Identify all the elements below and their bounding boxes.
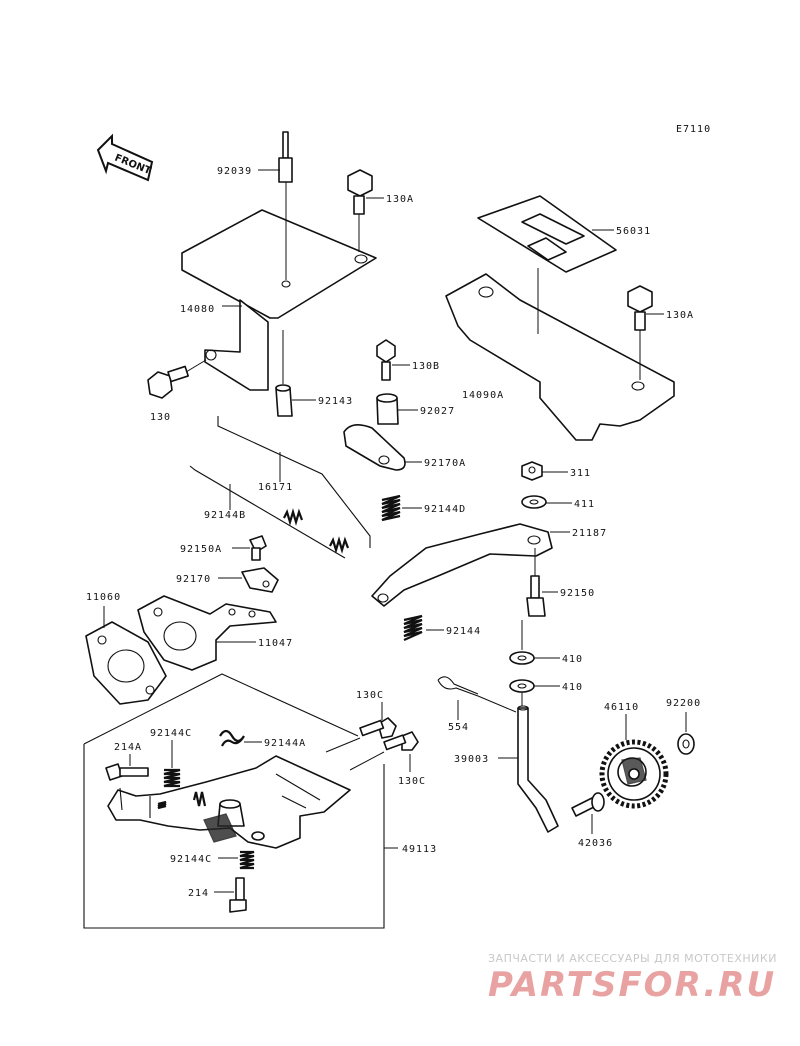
label-92143: 92143 xyxy=(318,396,353,407)
label-92039: 92039 xyxy=(217,166,252,177)
gasket-11060 xyxy=(85,621,167,705)
label-92144d: 92144D xyxy=(424,504,466,515)
shaft-39003 xyxy=(517,692,559,833)
nut-311 xyxy=(521,461,543,481)
label-39003: 39003 xyxy=(454,754,489,765)
label-92170a: 92170A xyxy=(424,458,466,469)
label-92144c-upper: 92144C xyxy=(150,728,192,739)
label-92150: 92150 xyxy=(560,588,595,599)
spring-92144 xyxy=(403,614,423,642)
washer-411 xyxy=(521,495,547,509)
label-130c-upper: 130C xyxy=(356,690,384,701)
watermark-tagline: ЗАПЧАСТИ И АКСЕССУАРЫ ДЛЯ МОТОТЕХНИКИ xyxy=(488,952,777,965)
bolt-130 xyxy=(147,359,207,399)
washer-92200 xyxy=(677,733,695,755)
label-130c-lower: 130C xyxy=(398,776,426,787)
diagram-code: E7110 xyxy=(676,124,711,135)
spring-92144c-upper xyxy=(163,768,181,788)
label-130: 130 xyxy=(150,412,171,423)
label-130a-right: 130A xyxy=(666,310,694,321)
spacer-92143 xyxy=(275,330,293,417)
label-46110: 46110 xyxy=(604,702,639,713)
label-92200: 92200 xyxy=(666,698,701,709)
collar-92027 xyxy=(376,393,399,425)
bolt-130b xyxy=(376,339,396,381)
label-92144: 92144 xyxy=(446,626,481,637)
label-14090a: 14090A xyxy=(462,390,504,401)
label-plate-56031 xyxy=(477,195,617,273)
washer-410-upper xyxy=(509,651,535,665)
spring-92144c-lower xyxy=(239,850,255,870)
cotter-pin-554 xyxy=(437,676,517,713)
label-49113: 49113 xyxy=(402,844,437,855)
label-130b: 130B xyxy=(412,361,440,372)
label-56031: 56031 xyxy=(616,226,651,237)
screw-214a xyxy=(105,763,149,781)
label-410-upper: 410 xyxy=(562,654,583,665)
label-92144b: 92144B xyxy=(204,510,246,521)
bolt-92150 xyxy=(521,548,546,650)
label-411: 411 xyxy=(574,499,595,510)
washer-410-lower xyxy=(509,679,535,693)
label-92027: 92027 xyxy=(420,406,455,417)
bolt-92150a xyxy=(249,535,267,561)
part-labels: 92039 130A 56031 14080 130A 130B 14090A … xyxy=(86,166,701,899)
clamp-92170 xyxy=(241,567,279,593)
label-554: 554 xyxy=(448,722,469,733)
label-14080: 14080 xyxy=(180,304,215,315)
label-11060: 11060 xyxy=(86,592,121,603)
watermark: ЗАПЧАСТИ И АКСЕССУАРЫ ДЛЯ МОТОТЕХНИКИ PA… xyxy=(488,952,777,1005)
bracket-14090a xyxy=(445,268,675,441)
label-92170: 92170 xyxy=(176,574,211,585)
lever-21187 xyxy=(371,523,553,607)
watermark-brand: PARTSFOR.RU xyxy=(488,965,776,1005)
front-arrow-icon: FRONT xyxy=(96,133,154,182)
wire-92144b xyxy=(189,465,350,559)
spring-92144d xyxy=(381,494,401,522)
bracket-14080 xyxy=(181,209,377,391)
label-130a-top: 130A xyxy=(386,194,414,205)
clamp-92170a xyxy=(343,424,406,471)
label-214a: 214A xyxy=(114,742,142,753)
bolt-130a-top xyxy=(347,169,373,252)
label-92144a: 92144A xyxy=(264,738,306,749)
label-42036: 42036 xyxy=(578,838,613,849)
label-21187: 21187 xyxy=(572,528,607,539)
plate-11047 xyxy=(137,595,277,671)
screw-214 xyxy=(229,877,247,913)
label-11047: 11047 xyxy=(258,638,293,649)
bolt-42036 xyxy=(571,792,605,817)
rod-16171 xyxy=(217,416,371,548)
bolt-130c-upper xyxy=(325,717,397,753)
label-16171: 16171 xyxy=(258,482,293,493)
spring-92144a xyxy=(219,729,245,747)
gear-46110 xyxy=(599,739,669,809)
bolt-130c-lower xyxy=(349,731,419,771)
label-214: 214 xyxy=(188,888,209,899)
label-311: 311 xyxy=(570,468,591,479)
label-92144c-lower: 92144C xyxy=(170,854,212,865)
bolt-130a-right xyxy=(627,285,653,380)
rivet-92039 xyxy=(278,131,293,280)
governor-assembly-49113 xyxy=(83,673,398,929)
label-92150a: 92150A xyxy=(180,544,222,555)
label-410-lower: 410 xyxy=(562,682,583,693)
